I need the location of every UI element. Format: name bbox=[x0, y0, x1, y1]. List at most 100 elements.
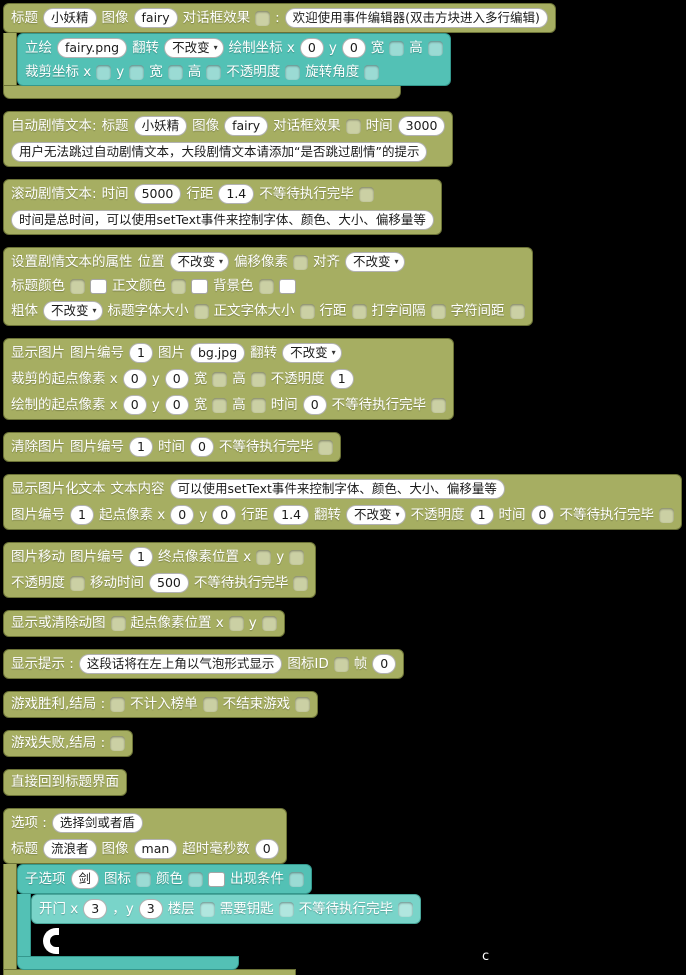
dropdown-field[interactable]: 不改变▾ bbox=[345, 252, 405, 272]
value-socket[interactable] bbox=[358, 186, 374, 202]
text-field[interactable]: 0 bbox=[164, 395, 189, 415]
text-field[interactable]: 0 bbox=[212, 505, 237, 525]
value-socket[interactable] bbox=[171, 279, 186, 294]
value-socket[interactable] bbox=[188, 871, 204, 887]
value-socket[interactable] bbox=[345, 118, 361, 134]
text-field[interactable]: 用户无法跳过自动剧情文本，大段剧情文本请添加“是否跳过剧情”的提示 bbox=[11, 142, 428, 162]
value-socket[interactable] bbox=[202, 697, 218, 712]
text-field[interactable]: fairy bbox=[224, 116, 269, 136]
value-socket[interactable] bbox=[289, 871, 305, 887]
text-field[interactable]: 0 bbox=[302, 395, 327, 415]
color-swatch[interactable] bbox=[191, 279, 208, 294]
text-field[interactable]: 0 bbox=[341, 38, 366, 58]
value-socket[interactable] bbox=[193, 303, 209, 319]
text-field[interactable]: 剑 bbox=[70, 869, 100, 889]
value-socket[interactable] bbox=[206, 65, 222, 80]
value-socket[interactable] bbox=[398, 901, 414, 917]
block-show-image-text[interactable]: 显示图片化文本文本内容可以使用setText事件来控制字体、颜色、大小、偏移量等… bbox=[3, 474, 682, 530]
text-field[interactable]: 1 bbox=[469, 505, 494, 525]
value-socket[interactable] bbox=[364, 65, 380, 80]
text-field[interactable]: 流浪者 bbox=[43, 839, 97, 859]
value-socket[interactable] bbox=[278, 901, 294, 917]
text-field[interactable]: 时间是总时间，可以使用setText事件来控制字体、颜色、大小、偏移量等 bbox=[11, 210, 434, 230]
text-field[interactable]: 0 bbox=[299, 38, 324, 58]
value-socket[interactable] bbox=[258, 279, 274, 294]
text-field[interactable]: 0 bbox=[372, 654, 397, 674]
value-socket[interactable] bbox=[285, 65, 301, 80]
value-socket[interactable] bbox=[427, 40, 443, 56]
text-field[interactable]: 500 bbox=[149, 573, 189, 593]
value-socket[interactable] bbox=[658, 507, 674, 523]
text-field[interactable]: 0 bbox=[254, 839, 279, 859]
block-game-lose[interactable]: 游戏失败,结局 : bbox=[3, 730, 134, 757]
text-field[interactable]: 3 bbox=[138, 899, 163, 919]
text-field[interactable]: 小妖精 bbox=[133, 116, 188, 136]
text-field[interactable]: 这段话将在左上角以气泡形式显示 bbox=[78, 654, 283, 674]
text-field[interactable]: 1.4 bbox=[273, 505, 310, 525]
dropdown-field[interactable]: 不改变▾ bbox=[282, 343, 342, 363]
value-socket[interactable] bbox=[228, 616, 244, 631]
dropdown-field[interactable]: 不改变▾ bbox=[164, 38, 224, 58]
value-socket[interactable] bbox=[333, 656, 349, 672]
dropdown-field[interactable]: 不改变▾ bbox=[169, 252, 230, 272]
value-socket[interactable] bbox=[289, 549, 305, 565]
text-field[interactable]: man bbox=[133, 839, 178, 859]
value-socket[interactable] bbox=[96, 65, 112, 80]
value-socket[interactable] bbox=[509, 303, 525, 319]
value-socket[interactable] bbox=[389, 40, 405, 56]
value-socket[interactable] bbox=[293, 575, 309, 591]
block-back-to-title[interactable]: 直接回到标题界面 bbox=[3, 769, 127, 796]
value-socket[interactable] bbox=[299, 303, 315, 319]
text-field[interactable]: 选择剑或者盾 bbox=[51, 813, 143, 833]
value-socket[interactable] bbox=[318, 439, 334, 455]
color-swatch[interactable] bbox=[278, 279, 296, 294]
value-socket[interactable] bbox=[295, 697, 311, 712]
value-socket[interactable] bbox=[110, 736, 126, 751]
text-field[interactable]: 3 bbox=[83, 899, 108, 919]
value-socket[interactable] bbox=[212, 371, 228, 387]
text-field[interactable]: fairy bbox=[133, 8, 178, 28]
text-field[interactable]: 0 bbox=[170, 505, 195, 525]
value-socket[interactable] bbox=[110, 697, 126, 712]
text-field[interactable]: 3000 bbox=[397, 116, 446, 136]
value-socket[interactable] bbox=[199, 901, 215, 917]
text-field[interactable]: 1 bbox=[70, 505, 94, 525]
text-field[interactable]: 0 bbox=[530, 505, 555, 525]
block-set-dialog-text-attributes[interactable]: 设置剧情文本的属性位置不改变▾偏移像素对齐不改变▾标题颜色正文颜色背景色粗体不改… bbox=[3, 247, 533, 326]
value-socket[interactable] bbox=[431, 397, 447, 413]
text-field[interactable]: 1 bbox=[129, 437, 153, 457]
value-socket[interactable] bbox=[70, 575, 85, 591]
text-field[interactable]: bg.jpg bbox=[189, 343, 246, 363]
value-socket[interactable] bbox=[261, 616, 277, 631]
value-socket[interactable] bbox=[255, 10, 271, 26]
value-socket[interactable] bbox=[129, 65, 145, 80]
color-swatch[interactable] bbox=[208, 871, 226, 887]
text-field[interactable]: 1.4 bbox=[218, 184, 255, 204]
value-socket[interactable] bbox=[293, 254, 309, 270]
value-socket[interactable] bbox=[351, 303, 367, 319]
dropdown-field[interactable]: 不改变▾ bbox=[43, 301, 103, 321]
value-socket[interactable] bbox=[136, 871, 152, 887]
text-field[interactable]: 小妖精 bbox=[43, 8, 97, 28]
text-field[interactable]: 1 bbox=[129, 343, 153, 363]
color-swatch[interactable] bbox=[90, 279, 107, 294]
text-field[interactable]: 5000 bbox=[133, 184, 182, 204]
text-field[interactable]: 0 bbox=[189, 437, 214, 457]
text-field[interactable]: 0 bbox=[122, 369, 147, 389]
text-field[interactable]: 欢迎使用事件编辑器(双击方块进入多行编辑) bbox=[284, 8, 548, 28]
text-field[interactable]: 1 bbox=[329, 369, 354, 389]
block-game-win[interactable]: 游戏胜利,结局 :不计入榜单不结束游戏 bbox=[3, 691, 319, 718]
value-socket[interactable] bbox=[110, 616, 126, 631]
text-field[interactable]: 可以使用setText事件来控制字体、颜色、大小、偏移量等 bbox=[169, 479, 505, 499]
value-socket[interactable] bbox=[167, 65, 183, 80]
value-socket[interactable] bbox=[250, 397, 266, 413]
